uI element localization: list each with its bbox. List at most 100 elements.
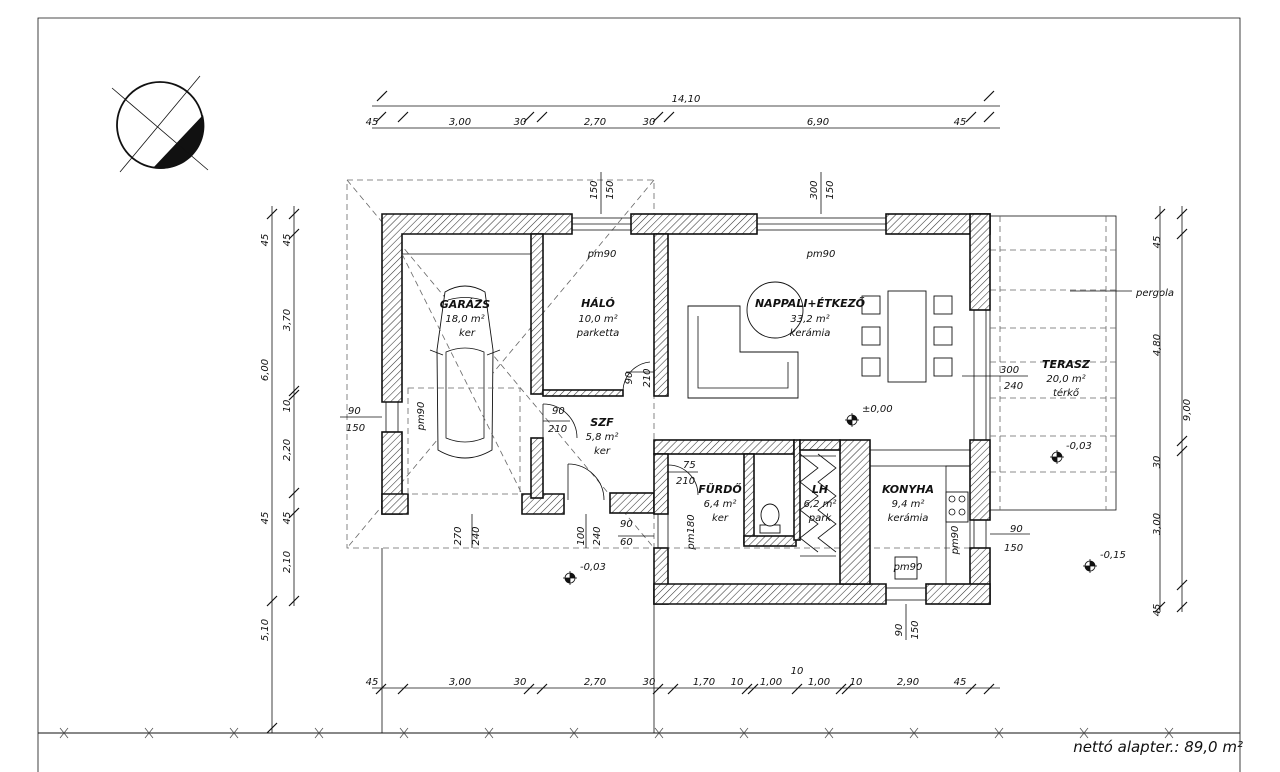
sheet-frame	[37, 17, 1241, 772]
toilet-icon	[759, 503, 781, 534]
svg-text:10: 10	[791, 666, 804, 677]
svg-text:kerámia: kerámia	[888, 512, 929, 524]
svg-text:2,20: 2,20	[282, 439, 293, 461]
svg-text:75: 75	[683, 460, 696, 471]
room-label-furdo: FÜRDŐ 6,4 m² ker	[698, 482, 741, 524]
svg-text:LH: LH	[812, 483, 828, 496]
svg-text:240: 240	[471, 526, 482, 545]
svg-text:14,10: 14,10	[672, 94, 701, 105]
svg-text:pm90: pm90	[806, 249, 836, 260]
svg-text:45: 45	[366, 677, 379, 688]
door-swings	[542, 361, 801, 501]
svg-text:parketta: parketta	[576, 328, 620, 339]
level-label: ±0,00	[862, 404, 893, 415]
window-tags: pm90 pm90 pm90 pm90 pm90 pm180	[416, 249, 961, 573]
svg-text:1,00: 1,00	[808, 677, 830, 688]
svg-text:park: park	[808, 513, 833, 524]
north-arrow-icon	[111, 75, 209, 173]
svg-text:90: 90	[894, 624, 905, 637]
svg-text:10: 10	[850, 677, 863, 688]
svg-text:240: 240	[592, 526, 603, 545]
svg-text:10: 10	[731, 677, 744, 688]
svg-text:45: 45	[1152, 604, 1163, 617]
svg-text:18,0 m²: 18,0 m²	[445, 314, 484, 325]
svg-text:30: 30	[514, 117, 527, 128]
svg-text:270: 270	[453, 526, 464, 545]
svg-text:90: 90	[620, 519, 633, 530]
level-label: -0,15	[1100, 550, 1126, 561]
dimension-lines	[266, 90, 1188, 734]
room-label-halo: HÁLÓ 10,0 m² parketta	[576, 297, 620, 339]
svg-text:KONYHA: KONYHA	[882, 483, 934, 496]
stairs	[799, 453, 837, 557]
car-icon	[429, 285, 501, 459]
svg-text:210: 210	[642, 368, 653, 387]
svg-text:90: 90	[348, 406, 361, 417]
room-label-terasz: TERASZ 20,0 m² térkő	[1042, 358, 1091, 399]
svg-text:3,00: 3,00	[1152, 513, 1163, 535]
svg-text:30: 30	[514, 677, 527, 688]
svg-text:2,70: 2,70	[584, 117, 606, 128]
svg-text:ker: ker	[459, 328, 476, 339]
garage-door-swing	[407, 387, 521, 495]
svg-text:kerámia: kerámia	[790, 327, 831, 339]
level-label: -0,03	[1066, 441, 1092, 452]
svg-text:9,00: 9,00	[1182, 399, 1193, 421]
svg-text:2,90: 2,90	[897, 677, 919, 688]
svg-text:SZF: SZF	[590, 416, 614, 429]
svg-text:2,70: 2,70	[584, 677, 606, 688]
svg-text:90: 90	[1010, 524, 1023, 535]
net-floor-area: nettó alapter.: 89,0 m²	[1073, 738, 1243, 756]
svg-text:150: 150	[605, 180, 616, 199]
room-label-nappali: NAPPALI+ÉTKEZŐ 33,2 m² kerámia	[755, 296, 865, 339]
svg-text:GARÁZS: GARÁZS	[440, 298, 491, 311]
svg-text:4,80: 4,80	[1152, 334, 1163, 356]
svg-text:NAPPALI+ÉTKEZŐ: NAPPALI+ÉTKEZŐ	[755, 296, 865, 310]
svg-text:30: 30	[643, 677, 656, 688]
dimension-texts: 14,10 45 3,00 30 2,70 30 6,90 45 45 3,00…	[260, 94, 1193, 688]
svg-text:210: 210	[676, 476, 695, 487]
svg-text:ker: ker	[712, 513, 729, 524]
svg-text:150: 150	[910, 620, 921, 639]
kitchen-counter	[869, 449, 971, 585]
sofa	[687, 305, 799, 399]
svg-text:45: 45	[282, 234, 293, 247]
svg-text:pm90: pm90	[950, 526, 961, 556]
svg-text:1,70: 1,70	[693, 677, 715, 688]
svg-text:3,00: 3,00	[449, 677, 471, 688]
svg-text:pm90: pm90	[587, 249, 617, 260]
svg-text:pm180: pm180	[686, 514, 697, 550]
svg-text:300: 300	[809, 180, 820, 199]
svg-text:TERASZ: TERASZ	[1042, 358, 1091, 371]
svg-text:3,70: 3,70	[282, 309, 293, 331]
svg-text:60: 60	[620, 537, 633, 548]
svg-text:45: 45	[260, 512, 271, 525]
svg-text:5,10: 5,10	[260, 619, 271, 641]
svg-text:45: 45	[282, 512, 293, 525]
svg-text:240: 240	[1004, 381, 1023, 392]
svg-text:150: 150	[1004, 543, 1023, 554]
svg-text:20,0 m²: 20,0 m²	[1046, 374, 1085, 385]
svg-text:33,2 m²: 33,2 m²	[790, 314, 829, 325]
svg-text:pm90: pm90	[416, 402, 427, 432]
svg-text:3,00: 3,00	[449, 117, 471, 128]
svg-text:90: 90	[624, 372, 635, 385]
svg-text:6,2 m²: 6,2 m²	[804, 499, 837, 510]
level-label: -0,03	[580, 562, 606, 573]
room-label-szf: SZF 5,8 m² ker	[586, 416, 619, 457]
svg-text:1,00: 1,00	[760, 677, 782, 688]
pergola-label: pergola	[1135, 288, 1174, 299]
svg-text:45: 45	[954, 677, 967, 688]
svg-text:45: 45	[260, 234, 271, 247]
svg-text:9,4 m²: 9,4 m²	[892, 499, 925, 510]
svg-text:6,00: 6,00	[260, 359, 271, 381]
svg-text:FÜRDŐ: FÜRDŐ	[698, 482, 741, 496]
room-label-konyha: KONYHA 9,4 m² kerámia	[882, 483, 934, 524]
svg-text:100: 100	[576, 526, 587, 545]
svg-text:90: 90	[552, 406, 565, 417]
svg-text:10,0 m²: 10,0 m²	[578, 314, 617, 325]
svg-text:2,10: 2,10	[282, 551, 293, 573]
windows	[385, 217, 987, 601]
pergola	[989, 215, 1132, 511]
svg-text:6,90: 6,90	[807, 117, 829, 128]
